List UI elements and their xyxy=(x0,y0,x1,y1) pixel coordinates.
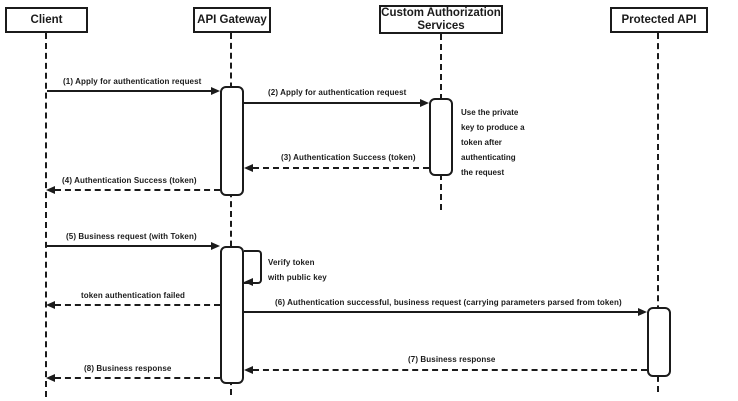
message-5-line xyxy=(47,245,211,247)
message-7-line xyxy=(253,369,647,371)
arrowhead-left-icon xyxy=(244,278,253,286)
message-1-line xyxy=(47,90,212,92)
arrowhead-right-icon xyxy=(420,99,429,107)
arrowhead-left-icon xyxy=(46,301,55,309)
arrowhead-left-icon xyxy=(46,374,55,382)
arrowhead-right-icon xyxy=(638,308,647,316)
participant-label: API Gateway xyxy=(197,13,267,26)
participant-protected-api: Protected API xyxy=(610,7,708,33)
message-token-failed-line xyxy=(55,304,220,306)
lifeline-protected-api xyxy=(657,33,659,392)
activation-custom-authorization-services xyxy=(429,98,453,176)
message-6-label: (6) Authentication successful, business … xyxy=(275,298,622,307)
arrowhead-left-icon xyxy=(244,164,253,172)
note-use-private-key: Use the private key to produce a token a… xyxy=(461,108,525,177)
lifeline-api-gateway xyxy=(230,33,232,395)
activation-api-gateway-2 xyxy=(220,246,244,384)
message-2-label: (2) Apply for authentication request xyxy=(268,88,407,97)
arrowhead-right-icon xyxy=(211,87,220,95)
self-message-loop xyxy=(244,250,262,284)
message-6-line xyxy=(244,311,638,313)
arrowhead-left-icon xyxy=(244,366,253,374)
message-8-line xyxy=(55,377,220,379)
participant-api-gateway: API Gateway xyxy=(193,7,271,33)
participant-custom-authorization-services: Custom Authorization Services xyxy=(379,5,503,34)
activation-protected-api xyxy=(647,307,671,377)
participant-label: Protected API xyxy=(621,13,697,26)
arrowhead-right-icon xyxy=(211,242,220,250)
message-4-line xyxy=(55,189,220,191)
message-5-label: (5) Business request (with Token) xyxy=(66,232,197,241)
participant-label: Client xyxy=(30,13,63,26)
message-7-label: (7) Business response xyxy=(408,355,496,364)
activation-api-gateway-1 xyxy=(220,86,244,196)
participant-client: Client xyxy=(5,7,88,33)
message-3-label: (3) Authentication Success (token) xyxy=(281,153,416,162)
arrowhead-left-icon xyxy=(46,186,55,194)
message-token-failed-label: token authentication failed xyxy=(81,291,186,300)
message-8-label: (8) Business response xyxy=(84,364,172,373)
message-1-label: (1) Apply for authentication request xyxy=(63,77,202,86)
lifeline-client xyxy=(45,33,47,397)
participant-label: Custom Authorization Services xyxy=(381,6,501,32)
message-2-line xyxy=(244,102,420,104)
message-4-label: (4) Authentication Success (token) xyxy=(62,176,197,185)
self-message-label: Verify token with public key xyxy=(268,258,327,282)
message-3-line xyxy=(253,167,429,169)
